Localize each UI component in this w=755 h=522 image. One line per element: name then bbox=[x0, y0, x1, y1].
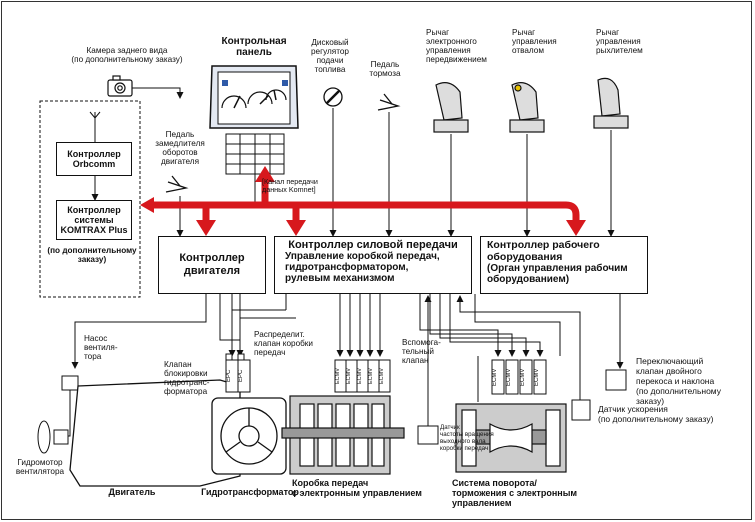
gearbox-label: Коробка передач с электронным управление… bbox=[292, 478, 422, 498]
ripper-lever-icon bbox=[593, 77, 629, 129]
camera-label: Камера заднего вида (по дополнительному … bbox=[71, 46, 183, 64]
ecmv-tag-8: ECMV bbox=[520, 368, 526, 386]
speed-sensor-label: Датчик частоты вращения выходного вала к… bbox=[440, 424, 494, 452]
camera-icon bbox=[107, 75, 133, 97]
komtrax-controller: Контроллер системы KOMTRAX Plus bbox=[56, 200, 132, 240]
torque-converter-label: Гидротрансформатор bbox=[201, 487, 299, 497]
optional-region bbox=[39, 100, 141, 298]
epc-tag-2: EPC bbox=[238, 369, 244, 383]
ecmv-valves-steering bbox=[491, 359, 547, 395]
aux-valve-label: Вспомога- тельный клапан bbox=[402, 338, 441, 365]
ecmv-tag-7: ECMV bbox=[506, 368, 512, 386]
ecmv-tag-2: ECMV bbox=[346, 368, 352, 384]
control-panel-icon bbox=[209, 65, 299, 175]
control-panel-label: Контрольная панель bbox=[221, 36, 287, 58]
antenna-icon bbox=[89, 111, 101, 142]
fuel-dial-label: Дисковый регулятор подачи топлива bbox=[311, 38, 349, 74]
speed-sensor-box bbox=[417, 425, 439, 445]
fan-motor-label: Гидромотор вентилятора bbox=[15, 458, 65, 476]
ripper-lever-label: Рычаг управления рыхлителем bbox=[596, 28, 643, 55]
engine-body bbox=[69, 379, 241, 487]
power-train-body: Управление коробкой передач, гидротрансф… bbox=[285, 251, 440, 284]
optional-order-label: (по дополнительному заказу) bbox=[47, 246, 137, 264]
brake-pedal-icon bbox=[377, 93, 401, 111]
ecmv-tag-3: ECMV bbox=[357, 368, 363, 384]
power-train-controller: Контроллер силовой передачи Управление к… bbox=[274, 236, 472, 294]
decel-pedal-icon bbox=[165, 175, 189, 193]
blade-lever-icon bbox=[509, 82, 545, 133]
brake-pedal-label: Педаль тормоза bbox=[369, 60, 401, 78]
ecmv-tag-9: ECMV bbox=[534, 368, 540, 386]
accel-sensor-box bbox=[571, 399, 591, 421]
epc-tag-1: EPC bbox=[226, 369, 232, 383]
tilt-valve-box bbox=[605, 369, 627, 391]
steering-brake-icon bbox=[455, 403, 567, 473]
epc-valves bbox=[225, 353, 251, 393]
accel-sensor-label: Датчик ускорения (по дополнительному зак… bbox=[598, 404, 714, 424]
ecmv-tag-4: ECMV bbox=[368, 368, 374, 384]
fan-pump-label: Насос вентиля- тора bbox=[84, 334, 118, 361]
komnet-bus bbox=[140, 166, 586, 236]
torque-converter-icon bbox=[211, 397, 287, 475]
ecmv-valves-gearbox bbox=[334, 359, 391, 393]
engine-controller: Контроллер двигателя bbox=[158, 236, 266, 294]
ecmv-tag-5: ECMV bbox=[379, 368, 385, 384]
tilt-valve-label: Переключающий клапан двойного перекоса и… bbox=[636, 356, 721, 406]
blade-lever-label: Рычаг управления отвалом bbox=[512, 28, 557, 55]
orbcomm-controller: Контроллер Orbcomm bbox=[56, 142, 132, 176]
decel-pedal-label: Педаль замедлителя оборотов двигателя bbox=[155, 130, 205, 166]
engine-label: Двигатель bbox=[108, 487, 156, 497]
trans-valve-label: Распределит. клапан коробки передач bbox=[254, 330, 313, 357]
fan-motor-icon bbox=[37, 420, 69, 454]
lockup-valve-label: Клапан блокировки гидротранс- форматора bbox=[164, 360, 210, 396]
komnet-label: [Канал передачи данных Komnet] bbox=[262, 177, 318, 194]
travel-lever-label: Рычаг электронного управления передвижен… bbox=[426, 28, 487, 64]
steering-label: Система поворота/ торможения с электронн… bbox=[452, 478, 578, 508]
fan-pump bbox=[61, 375, 79, 391]
ecmv-tag-1: ECMV bbox=[335, 368, 341, 384]
work-controller-title: Контроллер рабочего оборудования bbox=[487, 239, 600, 263]
fuel-dial-icon bbox=[323, 87, 343, 107]
ecmv-tag-6: ECMV bbox=[492, 368, 498, 386]
gearbox-icon bbox=[281, 395, 405, 475]
travel-lever-icon bbox=[433, 82, 469, 133]
work-equipment-controller: Контроллер рабочего оборудования (Орган … bbox=[480, 236, 648, 294]
power-train-title: Контроллер силовой передачи bbox=[288, 239, 458, 251]
work-controller-body: (Орган управления рабочим оборудованием) bbox=[487, 263, 628, 285]
